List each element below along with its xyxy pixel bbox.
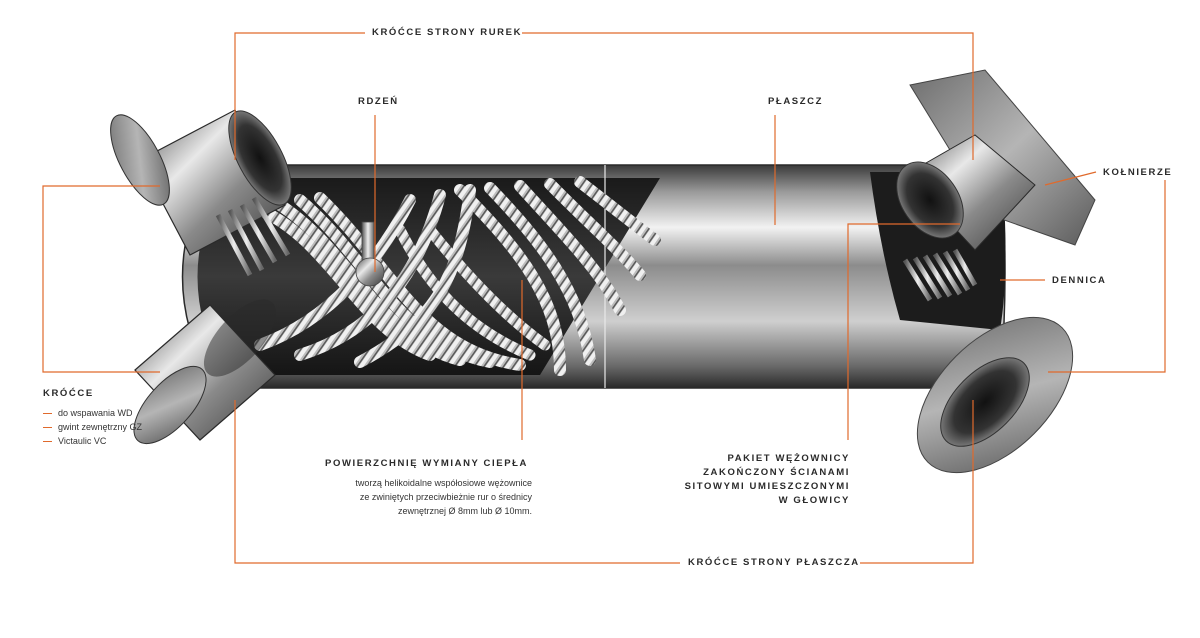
label-kolnierze: KOŁNIERZE	[1103, 167, 1173, 179]
label-krocce-strony-plaszcza: KRÓĆCE STRONY PŁASZCZA	[688, 557, 860, 569]
leader-krocce-strony-plaszcza-right	[860, 400, 974, 564]
list-item: gwint zewnętrzny GZ	[43, 420, 142, 434]
pakiet-line-4: W GŁOWICY	[670, 494, 850, 508]
nozzle-bottom-left	[133, 299, 277, 445]
pakiet-line-3: SITOWYMI UMIESZCZONYMI	[670, 480, 850, 494]
bullet-dash-icon	[43, 427, 52, 429]
pakiet-block: PAKIET WĘŻOWNICY ZAKOŃCZONY ŚCIANAMI SIT…	[670, 452, 850, 508]
powierzchnie-block: POWIERZCHNIĘ WYMIANY CIEPŁA tworzą helik…	[322, 453, 532, 518]
pakiet-line-1: PAKIET WĘŻOWNICY	[670, 452, 850, 466]
krocce-list: do wspawania WD gwint zewnętrzny GZ Vict…	[43, 406, 142, 448]
label-rdzen: RDZEŃ	[358, 96, 399, 108]
leader-krocce-strony-plaszcza	[234, 400, 680, 564]
leader-kolnierze-box	[1048, 180, 1166, 373]
powierzchnie-line-2: ze zwiniętych przeciwbieżnie rur o średn…	[359, 492, 532, 502]
list-item: Victaulic VC	[43, 434, 142, 448]
label-krocce: KRÓĆCE	[43, 388, 143, 400]
krocce-block: KRÓĆCE do wspawania WD gwint zewnętrzny …	[43, 388, 143, 448]
core-rod	[355, 221, 385, 287]
label-dennica: DENNICA	[1052, 275, 1107, 287]
nozzle-top-left	[110, 109, 292, 277]
list-item: do wspawania WD	[43, 406, 142, 420]
powierzchnie-line-1: tworzą helikoidalne współosiowe wężownic…	[355, 478, 532, 488]
leader-lines	[42, 32, 1166, 564]
leader-pakiet	[847, 223, 960, 440]
flange-top-right	[896, 69, 1096, 251]
label-krocce-strony-rurek: KRÓĆCE STRONY RUREK	[372, 27, 523, 39]
leader-krocce-strony-rurek-right	[518, 32, 974, 160]
leader-krocce-strony-rurek	[234, 32, 365, 160]
tube-sheet-bundle	[902, 248, 978, 302]
leader-kolnierze	[1044, 171, 1097, 186]
bullet-dash-icon	[43, 413, 52, 415]
leader-krocce	[42, 185, 160, 373]
label-plaszcz: PŁASZCZ	[768, 96, 824, 108]
flange-bottom-right	[916, 316, 1074, 474]
pakiet-line-2: ZAKOŃCZONY ŚCIANAMI	[670, 466, 850, 480]
powierzchnie-line-3: zewnętrznej Ø 8mm lub Ø 10mm.	[397, 506, 532, 516]
label-powierzchnie: POWIERZCHNIĘ WYMIANY CIEPŁA	[325, 458, 528, 470]
bullet-dash-icon	[43, 441, 52, 443]
coil-tubes	[254, 176, 661, 376]
